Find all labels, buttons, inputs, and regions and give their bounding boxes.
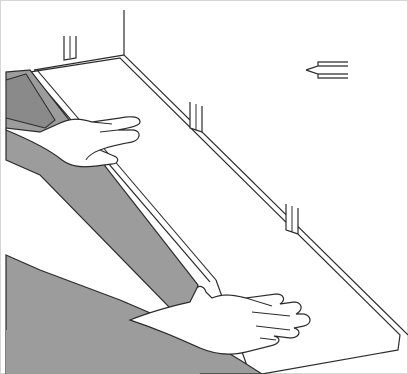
plank-profile-icon bbox=[306, 62, 348, 78]
spacer-wedge-icon bbox=[64, 36, 76, 60]
spacer-wedge-icon bbox=[190, 102, 202, 132]
spacer-wedge-icon bbox=[286, 204, 298, 234]
left-wall-floor-line bbox=[34, 55, 124, 70]
